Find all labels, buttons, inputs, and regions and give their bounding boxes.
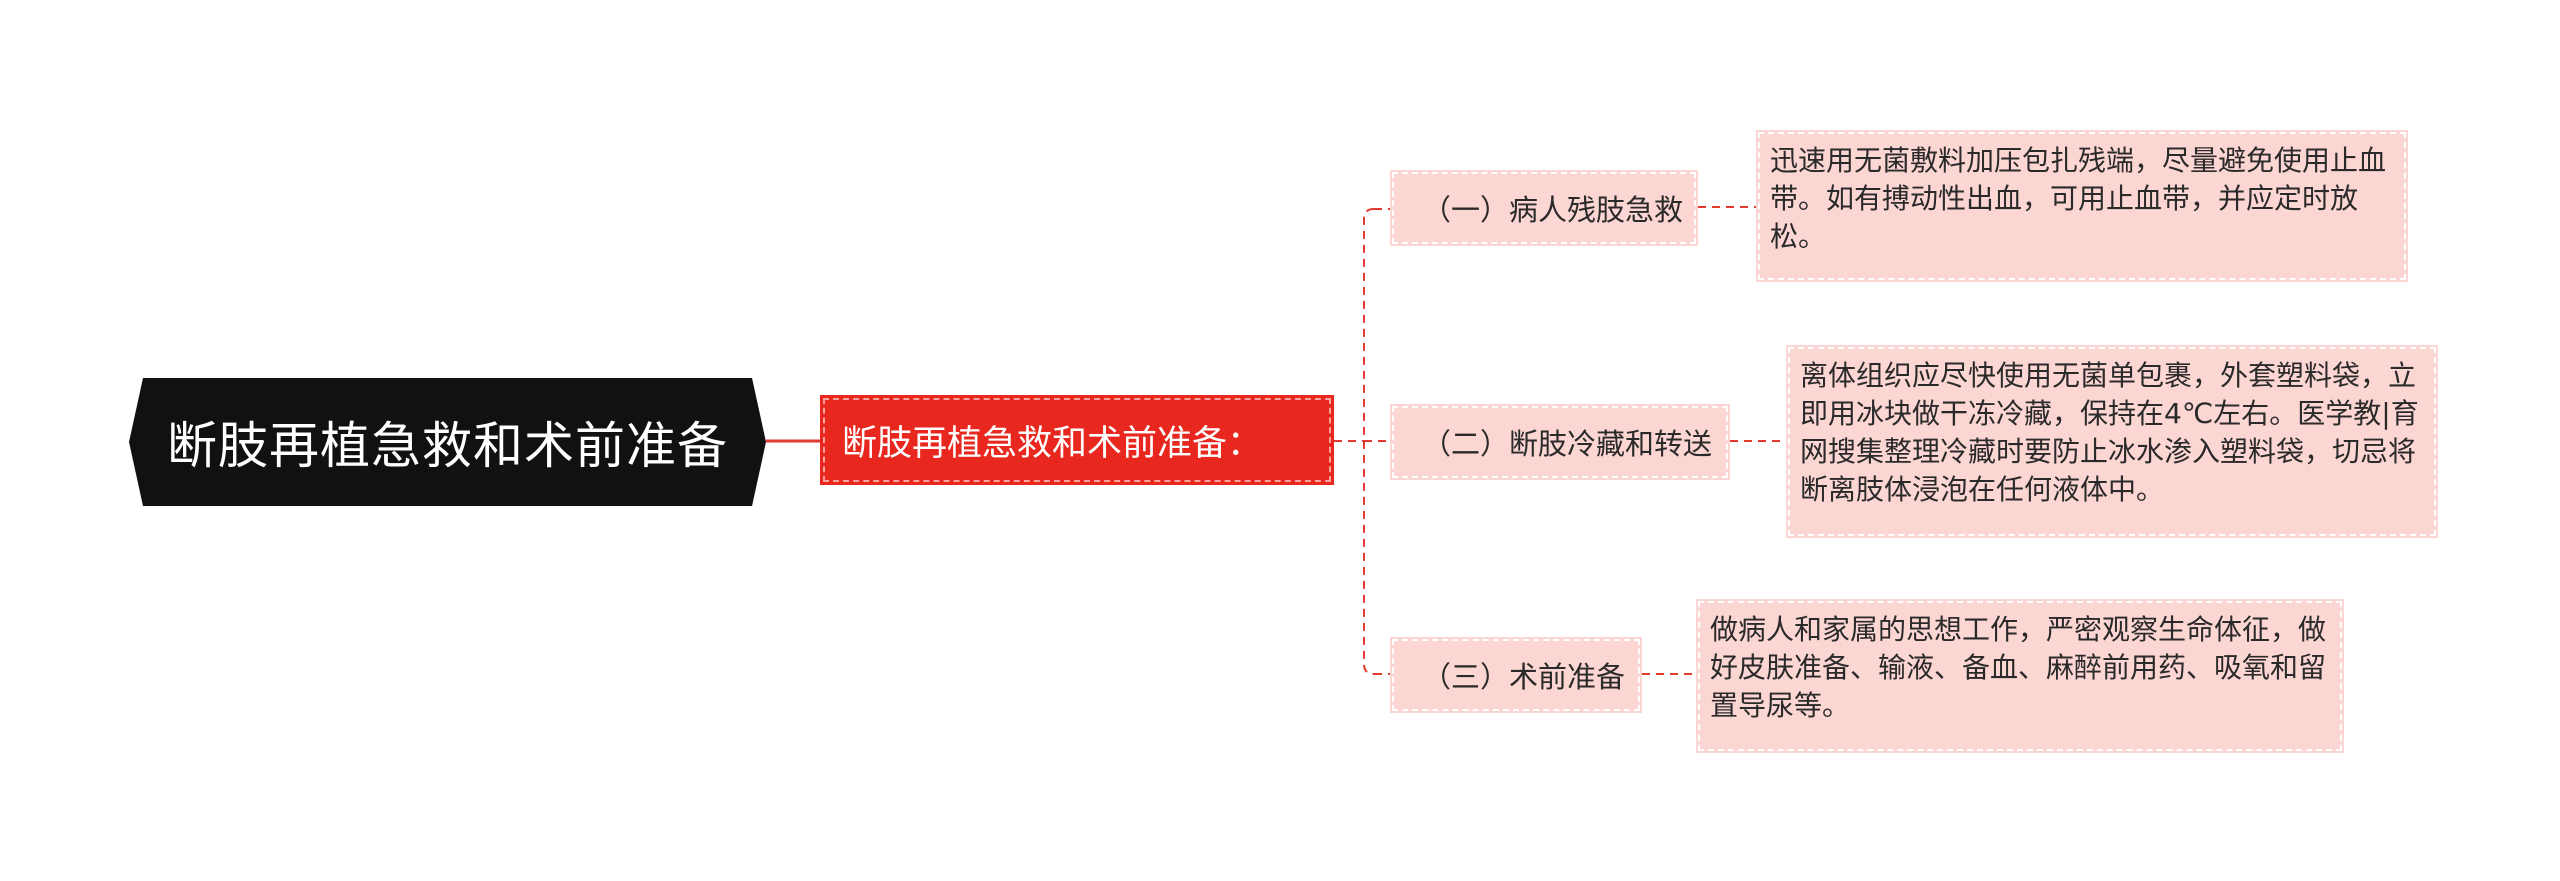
subtopic-label: 断肢再植急救和术前准备： [842,423,1263,464]
root-topic[interactable]: 断肢再植急救和术前准备 [129,378,766,506]
detail-node-2[interactable]: 离体组织应尽快使用无菌单包裹，外套塑料袋，立即用冰块做干冻冷藏，保持在4℃左右。… [1786,345,2438,538]
root-hexagon-shape [129,378,766,506]
subtopic-node[interactable]: 断肢再植急救和术前准备： [820,395,1334,485]
detail-3-text: 做病人和家属的思想工作，严密观察生命体征，做好皮肤准备、输液、备血、麻醉前用药、… [1710,613,2327,722]
branch-3-label: （三）术前准备 [1422,660,1626,694]
branch-1-label: （一）病人残肢急救 [1422,193,1684,227]
detail-2-text: 离体组织应尽快使用无菌单包裹，外套塑料袋，立即用冰块做干冻冷藏，保持在4℃左右。… [1800,359,2419,506]
detail-node-1[interactable]: 迅速用无菌敷料加压包扎残端，尽量避免使用止血带。如有搏动性出血，可用止血带，并应… [1756,130,2408,282]
branch-node-2[interactable]: （二）断肢冷藏和转送 [1390,404,1730,480]
detail-1-text: 迅速用无菌敷料加压包扎残端，尽量避免使用止血带。如有搏动性出血，可用止血带，并应… [1770,144,2387,253]
branch-node-3[interactable]: （三）术前准备 [1390,637,1642,713]
branch-2-label: （二）断肢冷藏和转送 [1422,427,1713,461]
branch-node-1[interactable]: （一）病人残肢急救 [1390,170,1698,246]
root-topic-label: 断肢再植急救和术前准备 [167,417,728,475]
detail-node-3[interactable]: 做病人和家属的思想工作，严密观察生命体征，做好皮肤准备、输液、备血、麻醉前用药、… [1696,599,2344,753]
